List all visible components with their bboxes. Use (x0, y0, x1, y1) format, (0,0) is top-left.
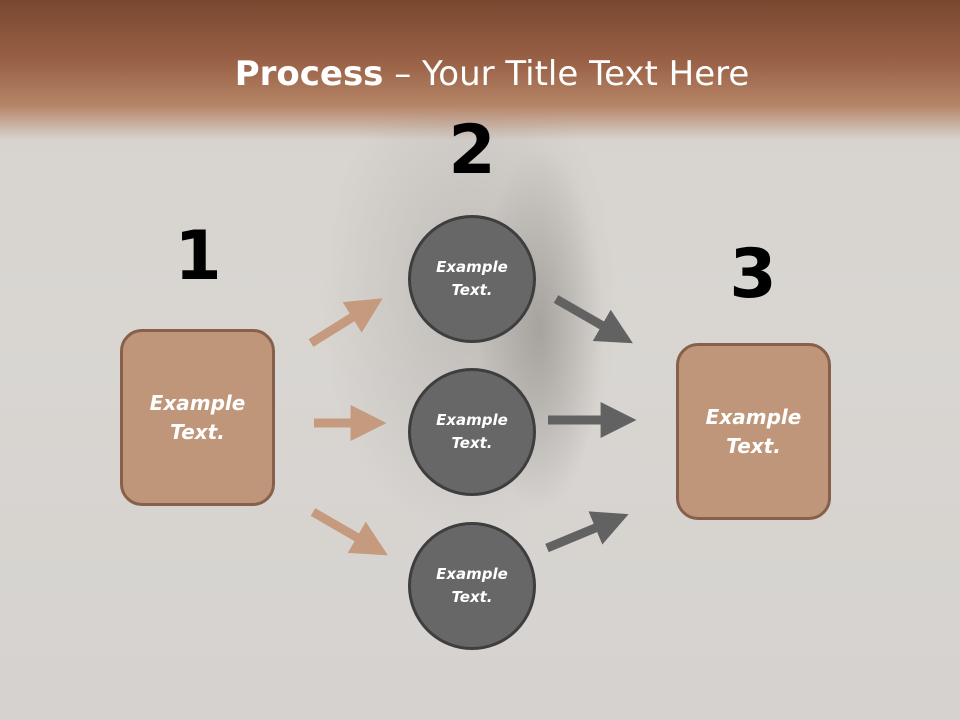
step-number-2: 2 (448, 111, 496, 190)
left-step-box: Example Text. (120, 329, 275, 506)
circle-top-label: Example Text. (436, 258, 508, 299)
step-number-3: 3 (729, 235, 777, 314)
right-step-box: Example Text. (676, 343, 831, 520)
title-bold: Process (234, 54, 384, 94)
arrow-left-to-bottom (310, 508, 388, 556)
circle-bottom-label: Example Text. (436, 565, 508, 606)
right-step-label: Example Text. (705, 404, 802, 458)
circle-middle: Example Text. (408, 368, 536, 496)
title-bar (0, 0, 960, 140)
arrow-top-to-right (553, 295, 633, 344)
step-number-1: 1 (174, 217, 222, 296)
circle-top: Example Text. (408, 215, 536, 343)
arrow-left-to-top (308, 298, 383, 347)
arrow-bottom-to-right (545, 511, 629, 553)
left-step-label: Example Text. (149, 390, 246, 444)
circle-middle-label: Example Text. (436, 411, 508, 452)
circle-bottom: Example Text. (408, 522, 536, 650)
slide-title: Process – Your Title Text Here (0, 52, 960, 96)
title-rest: – Your Title Text Here (383, 54, 750, 94)
